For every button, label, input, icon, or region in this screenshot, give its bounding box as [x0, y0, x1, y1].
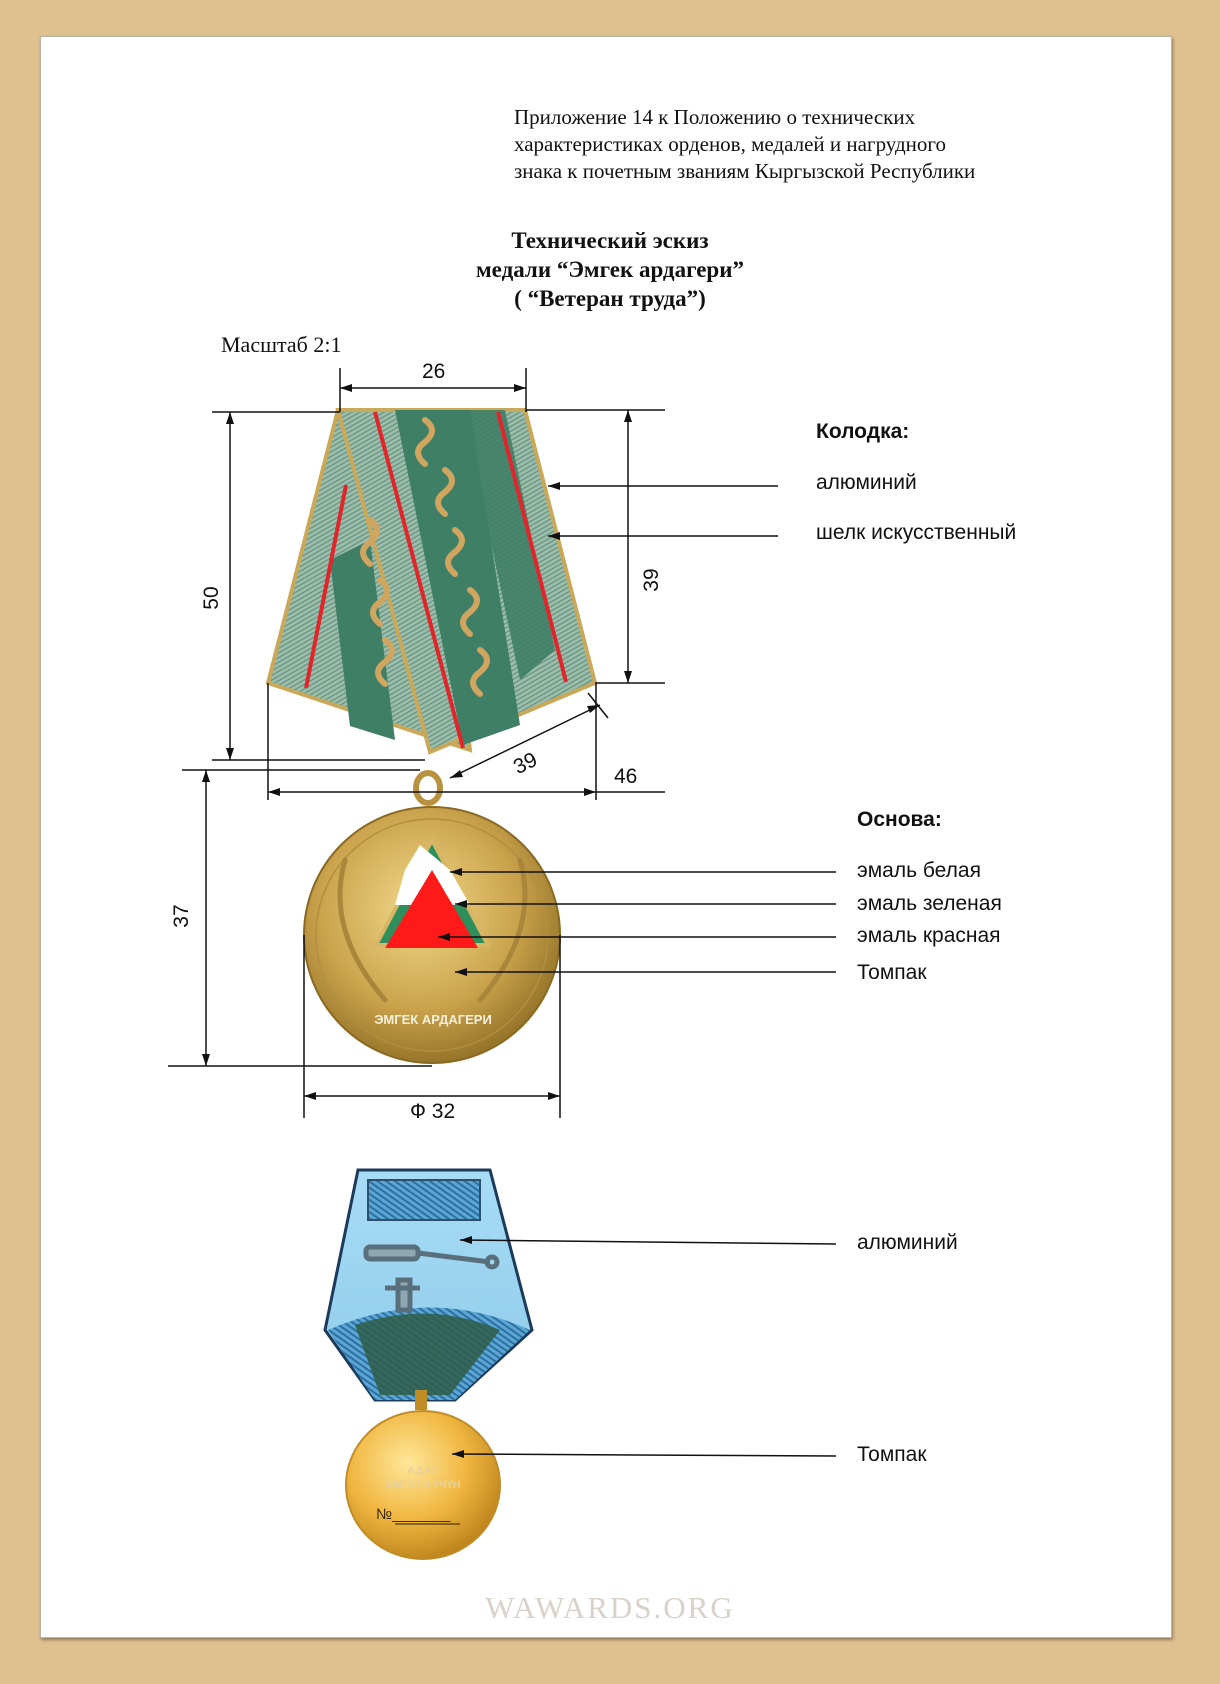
- header-line-3: знака к почетным званиям Кыргызской Респ…: [514, 159, 976, 183]
- title-line-2: медали “Эмгек ардагери”: [476, 257, 744, 282]
- medal-inscription: ЭМГЕК АРДАГЕРИ: [374, 1012, 492, 1027]
- ribbon-red-stripe: [373, 411, 465, 749]
- ribbon-ornaments: [360, 417, 490, 697]
- reverse-aluminium-label: алюминий: [857, 1231, 958, 1254]
- osnova-red-enamel: эмаль красная: [857, 924, 1001, 947]
- reverse-inscription-line-1: АДАЛ: [407, 1465, 439, 1477]
- scale-label: Масштаб 2:1: [221, 332, 342, 357]
- header-line-2: характеристиках орденов, медалей и нагру…: [514, 132, 946, 156]
- appendix-header: Приложение 14 к Положению о технических …: [514, 104, 1134, 185]
- title-line-3: ( “Ветеран труда”): [514, 286, 706, 311]
- red-enamel-mountain: [385, 870, 478, 948]
- leader-lines: [438, 485, 837, 1457]
- reverse-kolodka: [323, 1168, 534, 1402]
- osnova-white-enamel: эмаль белая: [857, 859, 981, 882]
- dim-bottom-width: 46: [614, 765, 638, 788]
- header-line-1: Приложение 14 к Положению о технических: [514, 105, 916, 129]
- leader-arrows: [438, 482, 560, 1458]
- dim-medal-height: 37: [170, 904, 193, 928]
- dim-diameter: Ф 32: [410, 1100, 456, 1123]
- document-title: Технический эскиз медали “Эмгек ардагери…: [300, 226, 920, 313]
- laurel-wreath: [337, 857, 528, 1003]
- osnova-green-enamel: эмаль зеленая: [857, 892, 1002, 915]
- medal-ring: [413, 770, 443, 806]
- dim-top-width: 26: [422, 360, 446, 383]
- dimension-arrows: [202, 384, 632, 1100]
- serial-number-field: №_______: [376, 1506, 451, 1523]
- watermark: WAWARDS.ORG: [485, 1590, 735, 1625]
- dimension-lines: [168, 368, 665, 1118]
- document-sheet: [40, 36, 1172, 1638]
- medal-front: [303, 770, 561, 1064]
- reverse-medal: [345, 1390, 501, 1560]
- kolodka-material-silk: шелк искусственный: [816, 521, 1017, 544]
- pin-icon: [363, 1244, 500, 1313]
- ribbon-front: [265, 408, 598, 755]
- kolodka-material-aluminium: алюминий: [816, 471, 917, 494]
- title-line-1: Технический эскиз: [511, 228, 709, 253]
- osnova-tompak: Томпак: [857, 961, 927, 984]
- reverse-inscription-line-2: ЭМГЕГИ ҮЧҮН: [385, 1479, 461, 1491]
- reverse-tompak-label: Томпак: [857, 1443, 927, 1466]
- dim-height-right: 39: [640, 568, 663, 592]
- dim-height-left: 50: [200, 586, 223, 610]
- osnova-heading: Основа:: [857, 808, 942, 831]
- reverse-inscription: АДАЛ ЭМГЕГИ ҮЧҮН: [373, 1464, 473, 1492]
- kolodka-heading: Колодка:: [816, 420, 910, 443]
